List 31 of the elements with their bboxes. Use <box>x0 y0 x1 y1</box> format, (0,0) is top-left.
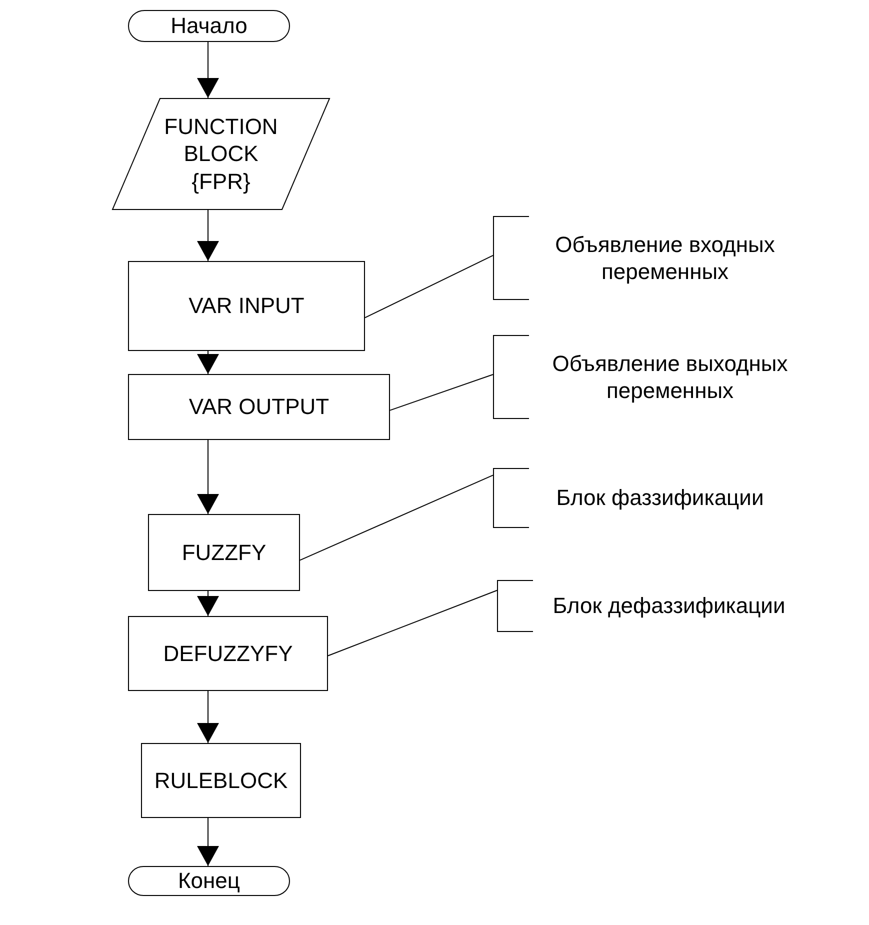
leader-line <box>300 474 494 561</box>
input-output-parallelogram <box>112 98 330 210</box>
leader-line <box>364 254 494 318</box>
arrow <box>197 818 219 866</box>
terminal-shape <box>128 866 290 896</box>
node-label: VAR INPUT <box>188 292 304 320</box>
node-label: FUZZFY <box>182 538 266 566</box>
arrow <box>197 590 219 616</box>
comment-text: Блок дефаззификации <box>552 592 786 620</box>
arrow <box>197 350 219 374</box>
node-label: Конец <box>178 867 240 895</box>
terminal-shape <box>128 10 290 42</box>
node-label: VAR OUTPUT <box>188 393 330 421</box>
process-box <box>148 514 300 591</box>
comment-text: Блок фаззификации <box>555 484 765 512</box>
arrow <box>197 210 219 262</box>
node-label: RULEBLOCK <box>154 766 288 794</box>
arrow <box>197 42 219 98</box>
arrow <box>197 690 219 744</box>
node-label: Начало <box>170 12 248 40</box>
leader-line <box>390 374 494 411</box>
process-box <box>128 616 328 691</box>
process-box <box>128 374 390 440</box>
leader-line <box>328 590 498 656</box>
node-label: DEFUZZYFY <box>163 640 293 668</box>
process-box <box>128 261 365 351</box>
arrow <box>197 440 219 514</box>
comment-text: Объявление входных переменных <box>554 230 776 286</box>
node-label: FUNCTION BLOCK {FPR} <box>163 112 279 196</box>
comment-text: Объявление выходных переменных <box>551 350 789 404</box>
process-box <box>141 743 301 818</box>
